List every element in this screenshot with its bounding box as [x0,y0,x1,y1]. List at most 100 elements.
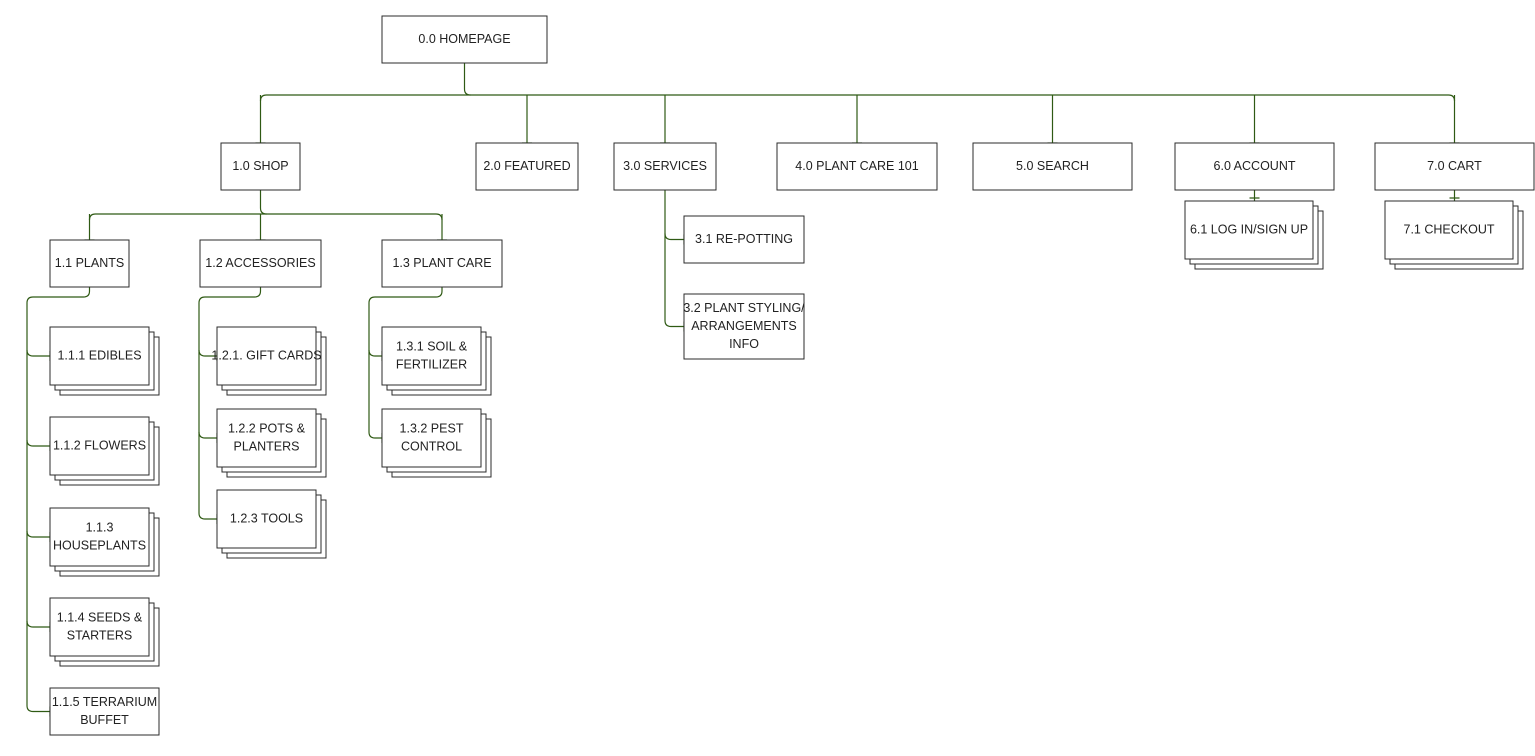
node-box [1184,200,1314,260]
connector-branch [368,431,383,443]
node-box [1384,200,1514,260]
node-box [199,239,322,288]
node-label: HOUSEPLANTS [53,538,146,552]
node-label: 1.3.2 PEST [400,421,464,435]
node-label: 1.2 ACCESSORIES [205,256,315,270]
node-label: 7.0 CART [1427,159,1482,173]
connector-branch [1449,95,1460,144]
node-label: 1.1.4 SEEDS & [57,610,143,624]
node-box [1374,142,1535,191]
node-label: 3.0 SERVICES [623,159,707,173]
node-box [216,326,317,386]
connector-branch [255,95,266,144]
node-label: 7.1 CHECKOUT [1404,222,1495,236]
node-box [381,326,482,386]
node-box [220,142,301,191]
node-n1-1: 1.1 PLANTS [49,239,130,288]
node-n1-3: 1.3 PLANT CARE [381,239,503,288]
node-box [613,142,717,191]
node-n6: 6.0 ACCOUNT [1174,142,1335,191]
connector-spine [198,287,262,513]
node-box [381,15,548,64]
node-n0: 0.0 HOMEPAGE [381,15,548,64]
connector-branch [198,512,218,524]
node-n2: 2.0 FEATURED [475,142,579,191]
node-box [49,326,150,386]
node-label: FERTILIZER [396,357,467,371]
connector-spine [368,287,443,432]
connector-branch [26,620,51,632]
connector-branch [664,320,685,332]
node-box [381,239,503,288]
connector-branch [1249,190,1260,201]
node-box [683,293,805,360]
node-n7-1: 7.1 CHECKOUT [1384,200,1524,270]
node-box [1174,142,1335,191]
node-label: 3.1 RE-POTTING [695,232,793,246]
connector-branch [522,95,532,144]
connector-branch [852,95,862,144]
node-label: 6.0 ACCOUNT [1214,159,1296,173]
connector-branch [26,349,51,361]
node-label: BUFFET [80,713,129,727]
node-box [216,408,317,468]
node-box [49,597,150,657]
node-n6-1: 6.1 LOG IN/SIGN UP [1184,200,1324,270]
node-label: 1.1.1 EDIBLES [57,348,141,362]
node-n3-1: 3.1 RE-POTTING [683,215,805,264]
node-n1-1-2: 1.1.2 FLOWERS [49,416,160,486]
node-box [683,215,805,264]
node-label: 4.0 PLANT CARE 101 [795,159,918,173]
node-n5: 5.0 SEARCH [972,142,1133,191]
node-label: 1.1.2 FLOWERS [53,438,146,452]
node-label: 3.2 PLANT STYLING/ [683,301,805,315]
node-n1-2-2: 1.2.2 POTS & PLANTERS [216,408,327,478]
node-label: 6.1 LOG IN/SIGN UP [1190,222,1308,236]
node-label: 1.0 SHOP [232,159,288,173]
node-label: CONTROL [401,439,462,453]
connector-branch [1047,95,1058,144]
node-n3-2: 3.2 PLANT STYLING/ARRANGEMENTS INFO [683,293,805,360]
node-label: 1.3.1 SOIL & [396,339,468,353]
node-box [475,142,579,191]
node-label: 5.0 SEARCH [1016,159,1089,173]
node-label: 1.1.5 TERRARIUM [52,695,157,709]
connector-branch [1249,95,1260,144]
connector-branch [26,439,51,451]
node-n1-1-1: 1.1.1 EDIBLES [49,326,160,396]
node-label: INFO [729,337,759,351]
node-box [776,142,938,191]
node-n1: 1.0 SHOP [220,142,301,191]
connector-trunk [463,63,471,96]
node-label: 1.3 PLANT CARE [392,256,491,270]
node-n7: 7.0 CART [1374,142,1535,191]
node-label: 1.2.1. GIFT CARDS [211,348,321,362]
connector-branch [437,214,447,241]
connector-bus [88,213,443,221]
node-box [972,142,1133,191]
node-label: 1.2.3 TOOLS [230,511,303,525]
node-n1-1-5: 1.1.5 TERRARIUM BUFFET [49,687,160,736]
node-box [49,416,150,476]
node-n1-2-3: 1.2.3 TOOLS [216,489,327,559]
node-label: ARRANGEMENTS [691,319,797,333]
connector-branch [664,233,685,245]
node-label: 1.1 PLANTS [55,256,124,270]
connector-branch [26,705,51,717]
node-n1-1-4: 1.1.4 SEEDS & STARTERS [49,597,160,667]
nodes: 0.0 HOMEPAGE 1.0 SHOP 2.0 FEATURED 3.0 SERV… [49,15,1535,736]
connector-branch [1449,190,1460,201]
node-n3: 3.0 SERVICES [613,142,717,191]
node-label: 1.1.3 [86,520,114,534]
connector-branch [84,214,95,241]
node-n4: 4.0 PLANT CARE 101 [776,142,938,191]
connector-branch [198,431,218,443]
node-n1-3-2: 1.3.2 PEST CONTROL [381,408,492,478]
connector-trunk [259,190,267,215]
node-label: PLANTERS [234,439,300,453]
connector-branch [26,530,51,542]
node-label: STARTERS [67,628,133,642]
node-n1-2: 1.2 ACCESSORIES [199,239,322,288]
node-label: 1.2.2 POTS & [228,421,306,435]
